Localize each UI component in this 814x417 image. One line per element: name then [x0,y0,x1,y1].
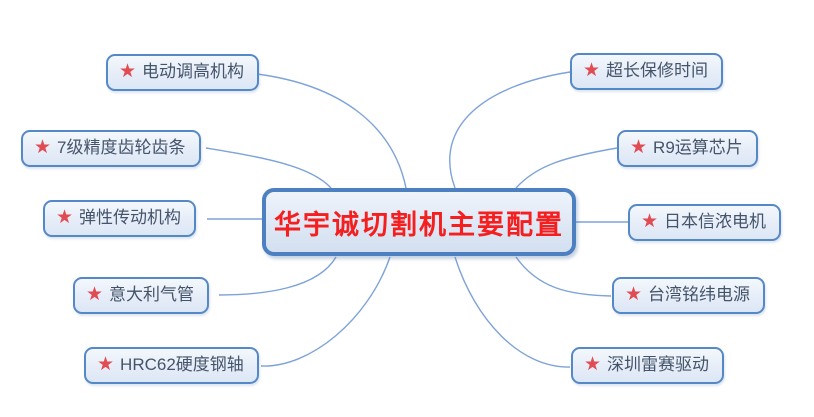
branch-node-gear-rack[interactable]: ★ 7级精度齿轮齿条 [21,130,201,168]
branch-node-r9-chip[interactable]: ★ R9运算芯片 [617,130,758,168]
star-icon: ★ [583,59,601,81]
central-topic-node[interactable]: 华宇诚切割机主要配置 [262,188,576,256]
connector-line-right-4 [454,256,571,368]
branch-node-label: 日本信浓电机 [664,212,767,231]
star-icon: ★ [56,206,74,228]
branch-node-label: R9运算芯片 [653,138,743,157]
branch-node-label: 深圳雷赛驱动 [607,355,710,374]
star-icon: ★ [86,283,104,305]
connector-line-right-0 [449,71,571,189]
star-icon: ★ [34,136,52,158]
star-icon: ★ [625,283,643,305]
branch-node-italian-air-pipe[interactable]: ★ 意大利气管 [73,277,210,315]
connector-line-right-1 [515,147,618,189]
branch-node-long-warranty[interactable]: ★ 超长保修时间 [570,53,724,91]
branch-node-elastic-transmission[interactable]: ★ 弹性传动机构 [43,200,197,238]
branch-node-label: 超长保修时间 [606,61,709,80]
branch-node-shinano-motor[interactable]: ★ 日本信浓电机 [628,204,782,242]
branch-node-label: 台湾铭纬电源 [648,285,751,304]
branch-node-label: HRC62硬度钢轴 [120,355,244,374]
branch-node-label: 电动调高机构 [142,62,245,81]
connector-line-right-3 [515,256,612,297]
branch-node-label: 7级精度齿轮齿条 [57,138,186,157]
connector-line-left-3 [218,256,337,296]
branch-node-leisai-drive[interactable]: ★ 深圳雷赛驱动 [571,347,725,385]
branch-node-label: 意大利气管 [109,285,195,304]
connector-line-left-1 [205,147,332,189]
branch-node-label: 弹性传动机构 [79,208,182,227]
star-icon: ★ [97,353,115,375]
connector-line-left-0 [256,73,407,189]
star-icon: ★ [584,353,602,375]
branch-node-mingwei-power[interactable]: ★ 台湾铭纬电源 [612,277,766,315]
connector-line-left-4 [260,256,391,367]
central-topic-label: 华宇诚切割机主要配置 [274,209,564,241]
star-icon: ★ [641,210,659,232]
star-icon: ★ [630,136,648,158]
branch-node-hrc62-steel-shaft[interactable]: ★ HRC62硬度钢轴 [84,347,259,385]
star-icon: ★ [119,60,137,82]
branch-node-electric-height-adjust[interactable]: ★ 电动调高机构 [106,54,260,92]
